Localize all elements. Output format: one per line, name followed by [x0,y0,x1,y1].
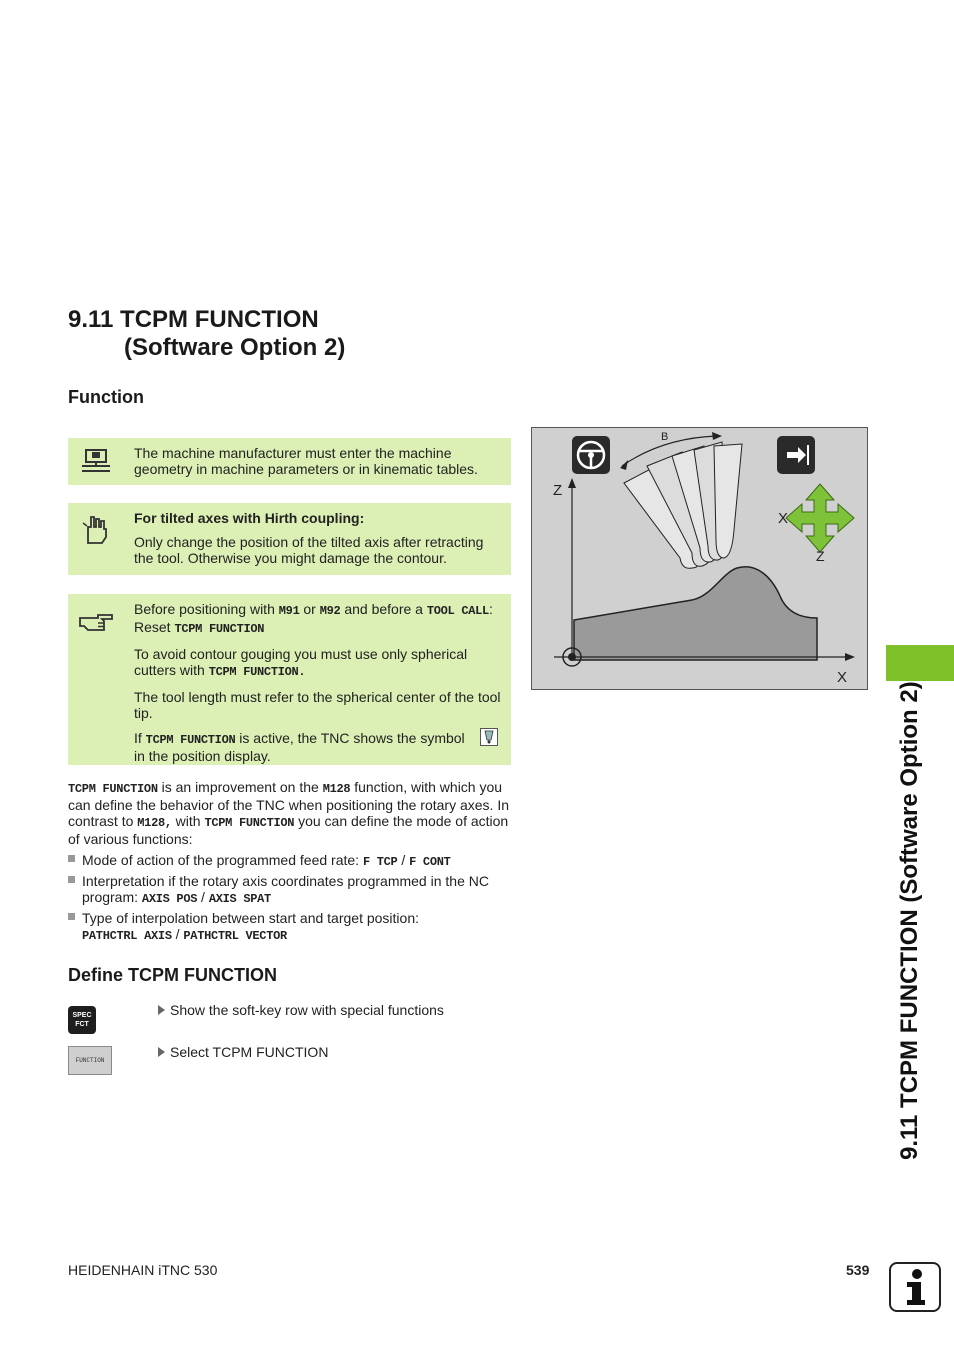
code-m92: M92 [319,604,341,618]
function-heading: Function [68,387,144,407]
step-arrow-icon [158,1047,165,1057]
code-m128: M128, [137,816,172,830]
define-heading: Define TCPM FUNCTION [68,965,277,985]
tcpm-illustration: B Z X X Z [531,427,868,690]
tips-p4-text-b: is active, the TNC shows the symbol [235,730,465,746]
page-number: 539 [846,1262,870,1278]
warning-hand-icon [82,516,107,544]
spec-fct-key[interactable]: SPEC FCT [68,1006,96,1034]
move-arrows-icon [785,483,855,553]
section-title-line2: (Software Option 2) [124,334,346,361]
tips-paragraph-4: If TCPM FUNCTION is active, the TNC show… [134,728,501,764]
machine-note: The machine manufacturer must enter the … [68,438,511,485]
tips-paragraph-2: To avoid contour gouging you must use on… [134,646,501,680]
tips-paragraph-3: The tool length must refer to the spheri… [134,689,501,721]
chapter-tab-marker [886,645,954,681]
code-tcpm-function: TCPM FUNCTION [145,733,236,747]
exit-arrow-shape [787,447,806,463]
bullet-square-icon [68,913,75,920]
label-z-axis: Z [553,482,562,499]
code-f-tcp: F TCP [362,855,398,869]
code-m128: M128 [322,782,351,796]
intro-text-c: with [171,813,205,829]
bullet-text: Mode of action of the programmed feed ra… [82,852,363,868]
step-text: Show the soft-key row with special funct… [170,1002,444,1018]
list-item: Interpretation if the rotary axis coordi… [68,873,513,907]
bullet-text: Type of interpolation between start and … [82,910,419,926]
tips-p1-text-d: : Reset [134,601,493,635]
info-glyph [907,1269,925,1305]
code-axis-pos: AXIS POS [141,892,198,906]
chapter-side-title: 9.11 TCPM FUNCTION (Software Option 2) [896,681,923,1160]
tips-note: Before positioning with M91 or M92 and b… [68,594,511,765]
tips-p4-text-a: If [134,730,146,746]
code-tool-call: TOOL CALL [426,604,489,618]
function-softkey[interactable]: FUNCTION [68,1046,112,1075]
tips-p1-text-b: or [299,601,320,617]
bullet-square-icon [68,855,75,862]
bullet-separator: / [397,852,410,868]
hirth-note-title: For tilted axes with Hirth coupling: [134,510,365,526]
workpiece-shape [573,565,818,661]
label-x-axis: X [837,669,847,686]
tcpm-illustration-svg: B Z X X Z [553,431,855,686]
label-x-arrow: X [778,510,788,527]
b-arc-arrowhead-right [712,432,722,440]
list-item: Mode of action of the programmed feed ra… [68,852,513,870]
section-title: 9.11 TCPM FUNCTION (Software Option 2) [68,306,345,362]
code-tcpm-function: TCPM FUNCTION. [208,665,306,679]
code-tcpm-function: TCPM FUNCTION [68,782,158,796]
tips-p1-text-c: and before a [340,601,427,617]
footer-product: HEIDENHAIN iTNC 530 [68,1262,218,1278]
tips-p4-text-c: in the position display. [134,748,271,764]
intro-paragraph: TCPM FUNCTION is an improvement on the M… [68,779,513,847]
code-tcpm-function: TCPM FUNCTION [204,816,295,830]
tips-paragraph-1: Before positioning with M91 or M92 and b… [134,601,501,637]
section-title-line1: 9.11 TCPM FUNCTION [68,306,319,333]
bullet-separator: / [197,889,209,905]
bullet-text: Interpretation if the rotary axis coordi… [82,873,489,905]
machine-note-text: The machine manufacturer must enter the … [134,445,478,477]
tcpm-status-symbol-icon [480,728,498,746]
bullet-separator: / [171,926,184,942]
x-axis-arrow [845,653,855,661]
b-arc-arrowhead-left [620,460,628,470]
bullet-square-icon [68,876,75,883]
code-pathctrl-vector: PATHCTRL VECTOR [183,929,287,943]
code-axis-spat: AXIS SPAT [208,892,271,906]
code-tcpm-function: TCPM FUNCTION [174,622,265,636]
intro-text-b: function, with which you can define the … [68,779,510,829]
pointing-hand-icon [79,614,113,631]
hirth-note-text: Only change the position of the tilted a… [134,534,484,566]
z-axis-arrow [568,478,576,488]
intro-text-d: you can define the mode of action of var… [68,813,509,847]
hirth-note: For tilted axes with Hirth coupling: Onl… [68,503,511,575]
machine-parameter-icon [82,449,110,472]
origin-target-center [568,653,576,661]
spec-fct-key-line1: SPEC [72,1012,92,1019]
step-arrow-icon [158,1005,165,1015]
info-icon[interactable] [889,1262,941,1312]
intro-text-a: is an improvement on the [157,779,323,795]
code-f-cont: F CONT [409,855,451,869]
label-b: B [661,431,668,443]
tips-p1-text-a: Before positioning with [134,601,279,617]
label-z-arrow: Z [816,548,825,564]
code-pathctrl-axis: PATHCTRL AXIS [82,929,172,943]
origin-target-icon [562,647,582,667]
step-show-softkeys: Show the soft-key row with special funct… [158,1002,444,1018]
step-select-tcpm: Select TCPM FUNCTION [158,1044,328,1060]
list-item: Type of interpolation between start and … [68,910,513,944]
spec-fct-key-line2: FCT [75,1021,89,1028]
code-m91: M91 [278,604,300,618]
tips-p2-text-a: To avoid contour gouging you must use on… [134,646,468,678]
b-rotation-arc [621,435,718,467]
tool-positions [623,441,743,569]
step-text: Select TCPM FUNCTION [170,1044,329,1060]
